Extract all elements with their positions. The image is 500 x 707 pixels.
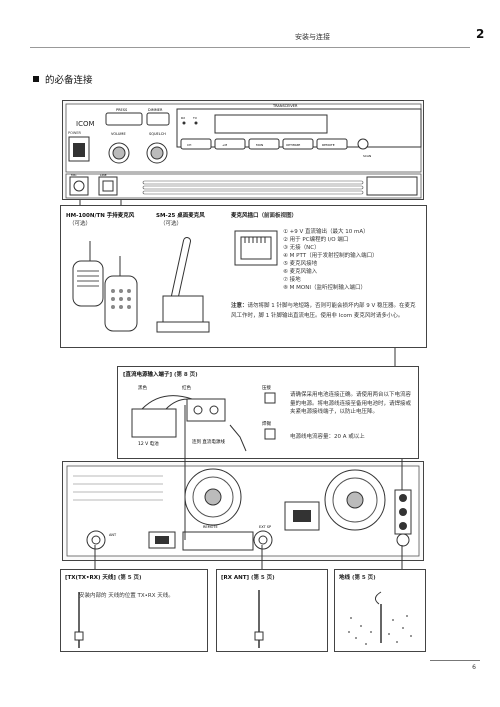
- rx-antenna-icon: [254, 590, 264, 648]
- rx-antenna-ref: (第 5 页): [250, 575, 275, 581]
- pin-item: ④ M PTT（用于发射控制的输入端口）: [283, 253, 378, 259]
- mic-connector-diagram: [234, 230, 278, 266]
- hand-mic-note: （可选）: [69, 221, 92, 227]
- hand-mic-name: HM-100N/TN 手持麦克风: [66, 213, 135, 219]
- mid-label: +M: [222, 143, 228, 147]
- mic-jack-label: MIC: [71, 173, 77, 177]
- bullet-square-icon: [33, 76, 39, 82]
- rear-panel: ANT REMOTE EXT SP: [62, 461, 424, 561]
- rear-panel-drawing: ANT REMOTE EXT SP: [66, 465, 420, 557]
- remote-label: REMOTE: [322, 143, 335, 147]
- tx-antenna-title-text: [TX(TX•RX) 天线]: [65, 575, 116, 581]
- dimmer-label: DIMMER: [148, 108, 163, 112]
- mic-connector-title-note: （前面板视图）: [258, 213, 298, 219]
- tx-antenna-ref: (第 5 页): [117, 575, 142, 581]
- dc-input-description: 请确保采用电池连接正确。请使用两台以下电流容量的电源。将电源线连接至备用电池时，…: [290, 392, 412, 415]
- ground-ref: (第 5 页): [351, 575, 376, 581]
- header-divider: [30, 47, 470, 48]
- pin-item: ② 用于 PC编程的 I/O 端口: [283, 237, 349, 243]
- pin-item: ③ 无接（NC）: [283, 245, 320, 251]
- mic-caution: 注意：请勿将脚 1 针脚与地短路，否则可能会损坏内部 9 V 稳压器。在麦克风工…: [231, 301, 421, 321]
- red-wire-label: 红色: [182, 384, 191, 391]
- mic-connector-title: 麦克风插口（前面板视图）: [231, 212, 297, 220]
- dc-input-page-ref: (第 8 页): [173, 372, 198, 378]
- mic-section: HM-100N/TN 手持麦克风 （可选） SM-25 桌面麦克风 （可选） 麦…: [60, 205, 427, 348]
- connect-dc-label: 连到 直流电源线: [192, 438, 225, 445]
- tx-label: TX: [192, 116, 197, 120]
- header-title: 安装与连接: [295, 33, 330, 41]
- ground-rod-icon: [348, 591, 412, 645]
- black-wire-label: 黑色: [138, 384, 147, 391]
- pin-item: ⑦ 接地: [283, 277, 301, 283]
- mic-connector-title-text: 麦克风插口: [231, 213, 259, 219]
- pin-list: ① +9 V 直流输出（最大 10 mA） ② 用于 PC编程的 I/O 端口 …: [283, 228, 423, 292]
- speaker-grille: [142, 180, 364, 195]
- tx-antenna-note: 安装内部的 天线的位置 TX•RX 天线。: [79, 593, 174, 599]
- dc-wiring-diagram: 黑色 红色 12 V 电池 连到 直流电源线 压接 焊锡: [131, 384, 276, 452]
- caution-label: 注意：: [231, 303, 248, 309]
- ground-title-text: 地线: [339, 575, 351, 581]
- crimp-label: 压接: [262, 384, 271, 391]
- ground-box: 地线 (第 5 页): [334, 569, 426, 652]
- line-label: LINE: [100, 173, 107, 177]
- caution-text: 请勿将脚 1 针脚与地短路，否则可能会损坏内部 9 V 稳压器。在麦克风工作时，…: [231, 303, 416, 319]
- optimize-label: OPTIMIZE: [286, 143, 300, 147]
- tx-antenna-box: [TX(TX•RX) 天线] (第 5 页) 安装内部的 天线的位置 TX•RX…: [60, 569, 208, 652]
- section-title-text: 的必备连接: [45, 75, 93, 86]
- dc-input-title: [直流电源输入端子] (第 8 页): [123, 371, 198, 379]
- desk-mic-name: SM-25 桌面麦克风: [156, 213, 205, 219]
- squelch-label: SQUELCH: [149, 132, 166, 136]
- chapter-tab-number: 2: [476, 27, 485, 41]
- transceiver-label: TRANSCEIVER: [272, 104, 298, 108]
- section-title: 的必备连接: [33, 72, 93, 86]
- pin-item: ⑥ 麦克风输入: [283, 269, 318, 275]
- scan-label: SCAN: [363, 154, 371, 158]
- rx-label: RX: [181, 116, 185, 120]
- volume-label: VOLUME: [111, 132, 126, 136]
- front-panel: ICOM POWER PRESS DIMMER VOLUME SQUELCH T…: [62, 100, 424, 200]
- tx-antenna-title: [TX(TX•RX) 天线] (第 5 页): [65, 574, 142, 582]
- power-label: POWER: [68, 131, 82, 135]
- dc-input-section: [直流电源输入端子] (第 8 页) 黑色 红色 12 V 电池 连到 直流电源…: [117, 366, 419, 459]
- pin-item: ⑧ M MONI（监听控制输入端口）: [283, 285, 366, 291]
- footer-divider: [430, 660, 480, 661]
- pin-item: ① +9 V 直流输出（最大 10 mA）: [283, 229, 369, 235]
- ext-sp-label: EXT SP: [259, 525, 271, 529]
- rx-antenna-title-text: [RX ANT]: [221, 575, 250, 581]
- ant-label: ANT: [109, 533, 117, 537]
- tx-antenna-icon: [74, 592, 84, 648]
- dc-input-capacity: 电源线电流容量：20 A 或以上: [290, 434, 365, 440]
- battery-label: 12 V 电池: [138, 440, 159, 447]
- ground-title: 地线 (第 5 页): [339, 574, 376, 582]
- front-panel-drawing: ICOM POWER PRESS DIMMER VOLUME SQUELCH T…: [65, 103, 422, 199]
- rear-remote-label: REMOTE: [203, 525, 218, 529]
- pin-item: ⑤ 麦克风接地: [283, 261, 318, 267]
- desk-mic-note: （可选）: [160, 221, 183, 227]
- mic-drawings: [72, 237, 210, 333]
- page-number: 6: [472, 664, 476, 671]
- rx-antenna-box: [RX ANT] (第 5 页): [216, 569, 328, 652]
- rx-antenna-title: [RX ANT] (第 5 页): [221, 574, 275, 582]
- solder-label: 焊锡: [262, 420, 271, 427]
- press-label: PRESS: [116, 108, 128, 112]
- mon-label: MON: [256, 143, 263, 147]
- dc-input-title-text: [直流电源输入端子]: [123, 372, 173, 378]
- ch-label: CH: [187, 143, 191, 147]
- brand-logo: ICOM: [76, 120, 95, 128]
